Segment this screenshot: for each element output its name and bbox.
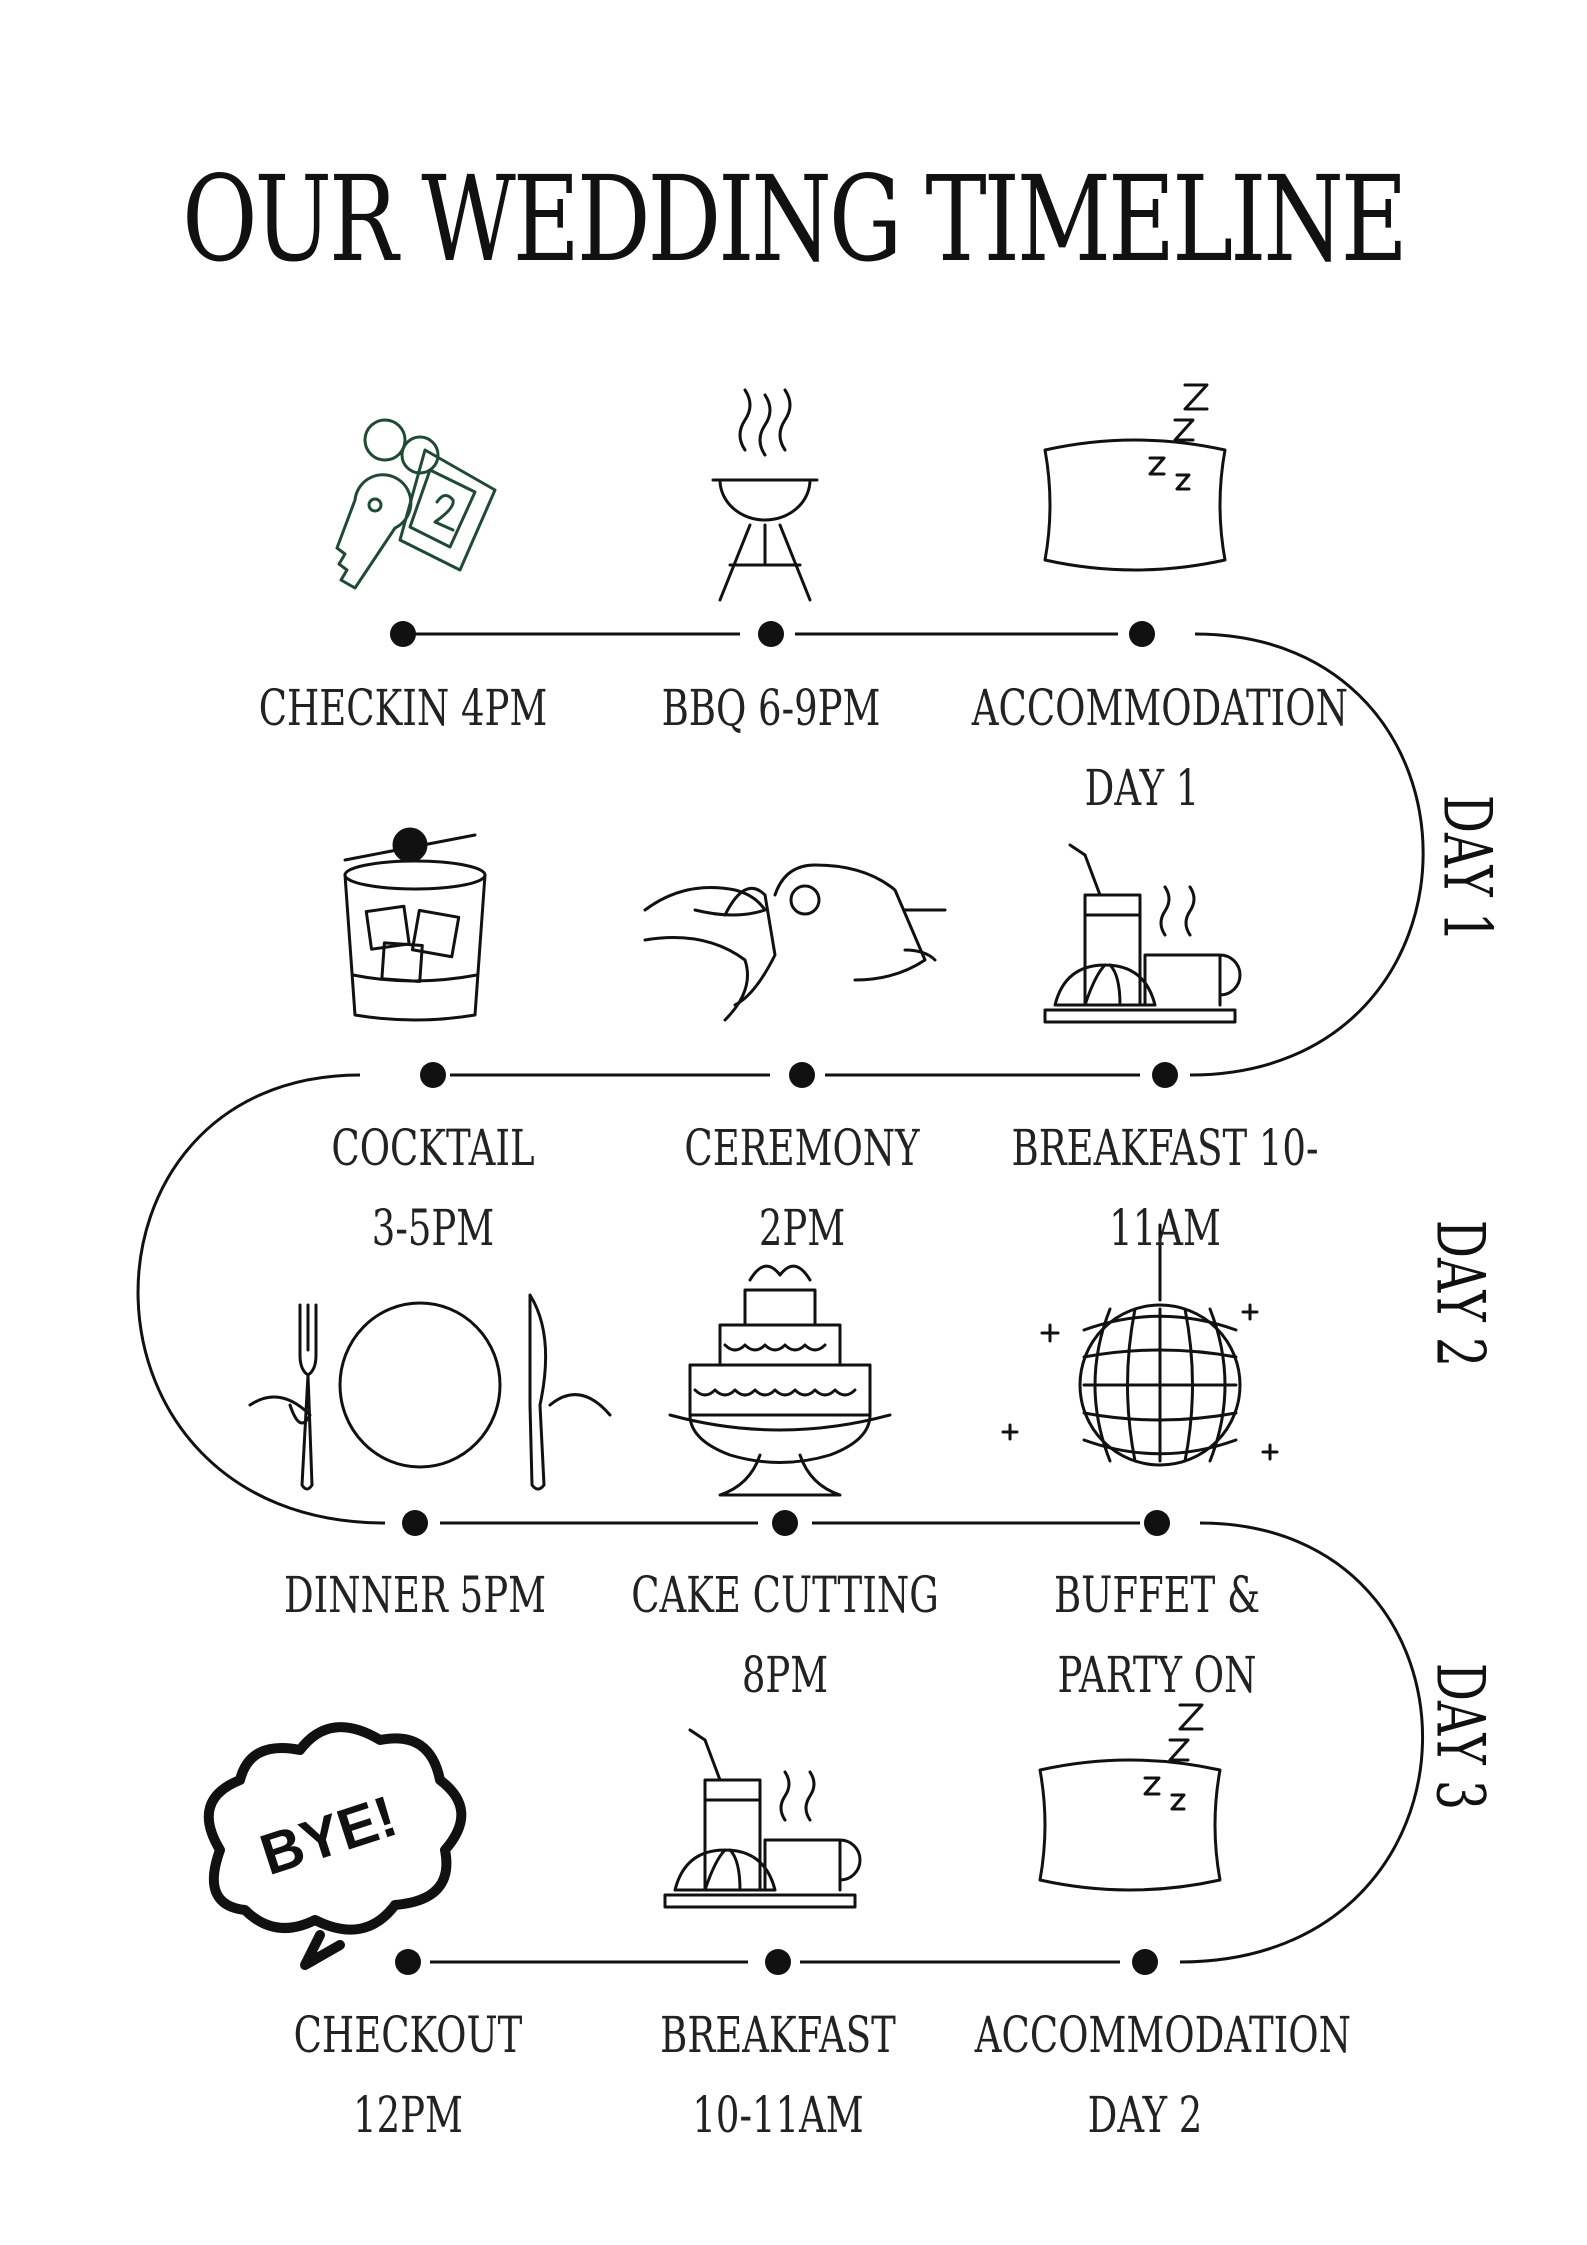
timeline-node bbox=[1144, 1510, 1170, 1536]
ring-hands-icon bbox=[643, 863, 947, 1022]
event-label: CHECKIN 4PM bbox=[258, 679, 548, 737]
timeline-node bbox=[765, 1949, 791, 1975]
timeline-node bbox=[390, 621, 416, 647]
timeline-node bbox=[1132, 1949, 1158, 1975]
event-label: COCKTAIL 3-5PM bbox=[331, 1119, 535, 1257]
day-label-3: DAY 3 bbox=[1421, 1662, 1499, 1811]
day-label-2: DAY 2 bbox=[1421, 1219, 1499, 1368]
cocktail-glass-icon bbox=[343, 827, 487, 1022]
pillow-sleep-icon bbox=[1043, 383, 1227, 572]
key-tag-icon bbox=[335, 418, 497, 590]
event-label: BBQ 6-9PM bbox=[661, 679, 881, 737]
timeline-node bbox=[395, 1949, 421, 1975]
disco-ball-icon bbox=[1001, 1223, 1279, 1467]
timeline-node bbox=[1129, 621, 1155, 647]
event-label: CHECKOUT 12PM bbox=[293, 2006, 523, 2144]
event-label: ACCOMMODATION DAY 2 bbox=[974, 2006, 1351, 2144]
event-label: BUFFET & PARTY ON bbox=[1053, 1566, 1261, 1704]
event-label: ACCOMMODATION DAY 1 bbox=[971, 679, 1348, 817]
page-title: OUR WEDDING TIMELINE bbox=[182, 150, 1408, 288]
timeline-node bbox=[402, 1510, 428, 1536]
bye-bubble-icon: BYE! bbox=[203, 1722, 467, 1970]
timeline-node bbox=[758, 621, 784, 647]
breakfast-icon bbox=[663, 1728, 862, 1909]
event-label: CAKE CUTTING 8PM bbox=[631, 1566, 939, 1704]
svg-text:BYE!: BYE! bbox=[253, 1783, 405, 1888]
event-label: BREAKFAST 10-11AM bbox=[660, 2006, 896, 2144]
day-label-1: DAY 1 bbox=[1428, 794, 1506, 943]
wedding-cake-icon bbox=[668, 1264, 892, 1497]
plate-cutlery-icon bbox=[248, 1293, 612, 1491]
event-label: BREAKFAST 10-11AM bbox=[1011, 1119, 1319, 1257]
breakfast-icon bbox=[1043, 843, 1242, 1024]
event-label: DINNER 5PM bbox=[284, 1566, 546, 1624]
timeline-node bbox=[789, 1062, 815, 1088]
timeline-node bbox=[772, 1510, 798, 1536]
grill-icon bbox=[711, 388, 819, 602]
timeline-node bbox=[1152, 1062, 1178, 1088]
event-label: CEREMONY 2PM bbox=[684, 1119, 920, 1257]
timeline-node bbox=[420, 1062, 446, 1088]
pillow-sleep-icon bbox=[1038, 1703, 1222, 1892]
